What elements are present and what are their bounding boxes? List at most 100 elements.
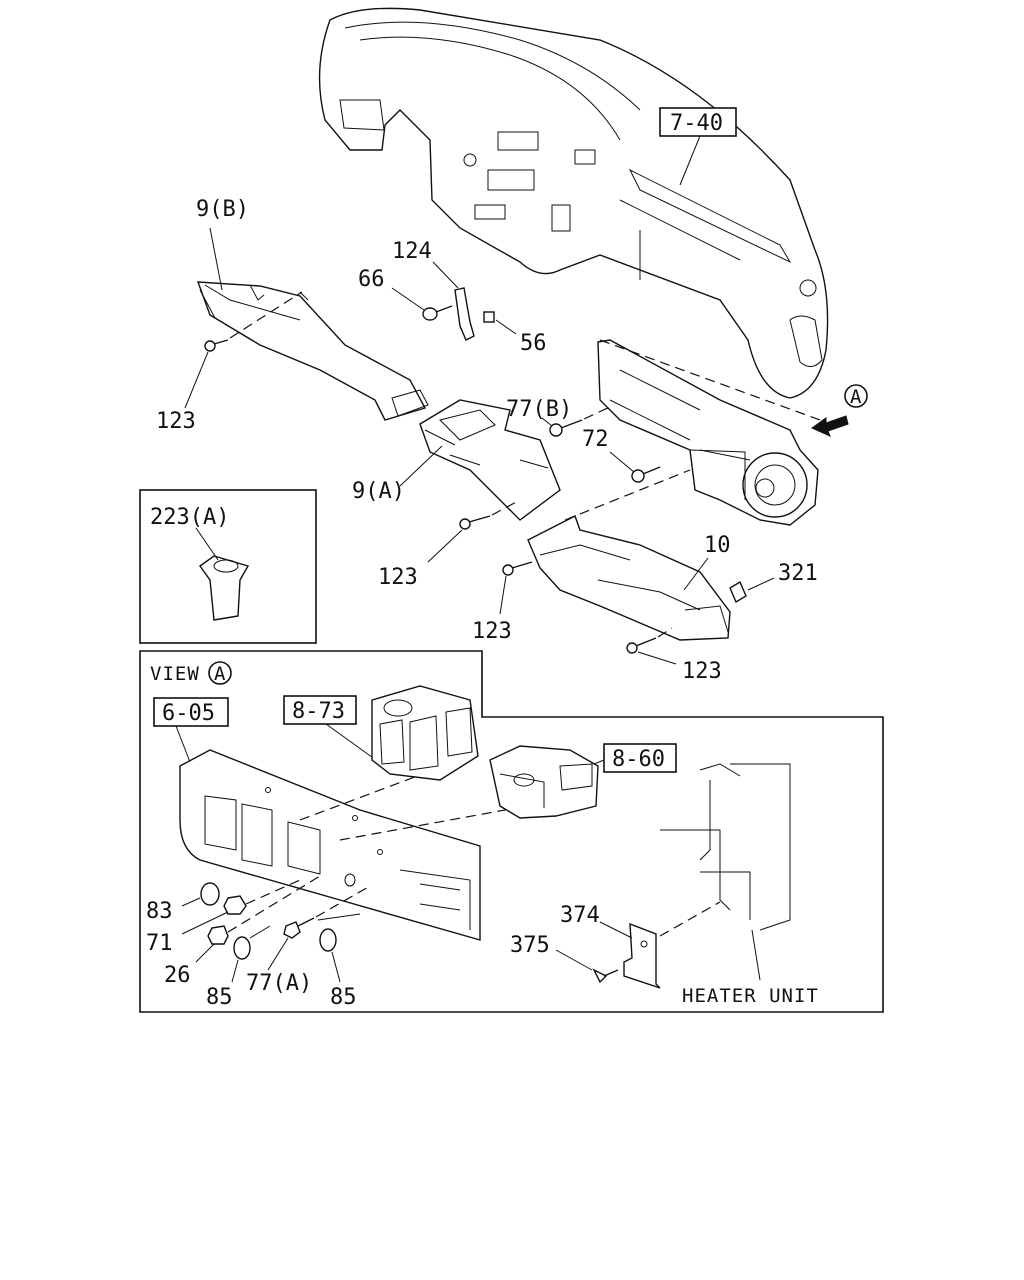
- nut-71-drawing: [223, 895, 247, 915]
- panel-ref-box: [153, 697, 229, 727]
- grommet-223a-drawing: [199, 555, 250, 621]
- duct-9b-leader: [209, 227, 223, 291]
- unit-8-73-drawing: [371, 685, 479, 781]
- screw-123-middle: [459, 515, 491, 530]
- duct-9a-label: 9(A): [352, 479, 405, 504]
- unit-8-60-ref-label: 8-60: [612, 747, 665, 772]
- nut-71-label: 71: [146, 931, 173, 956]
- bracket-124-drawing: [454, 287, 475, 341]
- screw-123-lower-right-dashline: [657, 627, 673, 638]
- inset-223a-frame: [139, 489, 317, 644]
- screw-123-top-left: [204, 339, 229, 352]
- nut-71-leader: [181, 911, 229, 935]
- heater-dashline-2: [564, 469, 691, 521]
- dashboard-ref-box: [659, 107, 737, 137]
- screw-123-lower-left-label: 123: [472, 619, 512, 644]
- grommet-85-right-label: 85: [330, 985, 357, 1010]
- clip-321-label: 321: [778, 561, 818, 586]
- bolt-77b-drawing: [549, 419, 583, 437]
- grommet-85-left-label: 85: [206, 985, 233, 1010]
- clip-375-drawing: [592, 968, 619, 984]
- unit-8-73-ref-box: [283, 695, 357, 725]
- nut-26-label: 26: [164, 963, 191, 988]
- bolt-77b-leader: [541, 417, 553, 427]
- bracket-374-drawing: [623, 922, 661, 989]
- bracket-374-label: 374: [560, 903, 600, 928]
- view-a-title: VIEW: [150, 663, 200, 685]
- nut-56-label: 56: [520, 331, 547, 356]
- heater-dashline-1: [599, 339, 821, 421]
- grommet-85-right-drawing: [319, 928, 337, 952]
- grommet-83-drawing: [200, 882, 220, 906]
- bracket-124-label: 124: [392, 239, 432, 264]
- duct-9a-drawing: [419, 399, 561, 521]
- nut-71-dashline: [245, 879, 301, 905]
- screw-123-middle-dashline: [491, 499, 521, 516]
- duct-9b-drawing: [196, 281, 429, 421]
- bolt-72-drawing: [631, 466, 661, 483]
- heater-unit-leader: [751, 929, 761, 981]
- duct-9b-label: 9(B): [196, 197, 249, 222]
- grommet-85-left-bracketline: [249, 925, 271, 939]
- grommet-85-left-leader: [231, 959, 239, 983]
- heater-unit-label: HEATER UNIT: [682, 985, 819, 1007]
- bolt-77a-dashline: [315, 885, 371, 918]
- panel-ref-leader: [175, 725, 191, 763]
- bolt-77a-drawing: [283, 917, 315, 939]
- duct-9a-leader: [399, 445, 443, 487]
- screw-123-lower-right-label: 123: [682, 659, 722, 684]
- bolt-77a-label: 77(A): [246, 971, 312, 996]
- bolt-77b-label: 77(B): [506, 397, 572, 422]
- screw-123-top-left-leader: [184, 351, 209, 409]
- clip-321-drawing: [729, 580, 747, 604]
- unit-8-60-leader: [593, 759, 605, 765]
- grommet-83-leader: [181, 897, 201, 907]
- panel-dashline-1: [299, 759, 461, 821]
- view-a-marker-circle: [208, 661, 232, 685]
- clip-375-leader: [555, 949, 593, 971]
- bolt-72-leader: [609, 451, 635, 473]
- bolt-77b-dashline: [583, 405, 613, 420]
- grommet-85-left-drawing: [233, 936, 251, 960]
- nut-56-leader: [495, 319, 517, 335]
- bracket-374-leader: [599, 921, 633, 939]
- panel-dashline-2: [339, 799, 561, 841]
- screw-123-middle-label: 123: [378, 565, 418, 590]
- unit-8-73-ref-label: 8-73: [292, 699, 345, 724]
- nut-26-drawing: [207, 925, 229, 945]
- screw-123-lower-right: [626, 637, 657, 654]
- nut-56-drawing: [483, 311, 495, 323]
- dashboard-drawing: [318, 7, 829, 399]
- duct-10-leader: [683, 557, 709, 591]
- heater-blower-drawing: [597, 339, 819, 526]
- clip-375-label: 375: [510, 933, 550, 958]
- grommet-223a-label: 223(A): [150, 505, 229, 530]
- unit-8-60-ref-box: [603, 743, 677, 773]
- bracket-374-dashline: [659, 901, 721, 937]
- screw-123-middle-leader: [427, 529, 463, 563]
- view-a-frame: [139, 650, 884, 1013]
- nut-26-dashline: [227, 875, 321, 933]
- bolt-66-drawing: [422, 305, 453, 321]
- view-a-arrow-marker: A: [850, 386, 862, 408]
- unit-8-60-drawing: [489, 745, 599, 819]
- unit-8-73-leader: [325, 723, 377, 761]
- screw-123-top-left-label: 123: [156, 409, 196, 434]
- duct-10-label: 10: [704, 533, 731, 558]
- grommet-223a-leader: [195, 527, 219, 561]
- screw-123-lower-left-leader: [499, 575, 507, 615]
- panel-ref-label: 6-05: [162, 701, 215, 726]
- dashboard-leader: [679, 135, 701, 186]
- view-a-arrow-icon: [810, 384, 868, 437]
- grommet-83-label: 83: [146, 899, 173, 924]
- grommet-85-right-bracketline: [317, 913, 361, 921]
- bolt-66-label: 66: [358, 267, 385, 292]
- view-a-marker: A: [214, 663, 226, 685]
- duct-10-drawing: [527, 515, 731, 641]
- bolt-72-label: 72: [582, 427, 609, 452]
- screw-123-top-left-dashline: [229, 291, 303, 339]
- dashboard-ref-label: 7-40: [670, 111, 723, 136]
- bracket-124-leader: [432, 261, 459, 289]
- heater-unit-drawing: [660, 763, 791, 931]
